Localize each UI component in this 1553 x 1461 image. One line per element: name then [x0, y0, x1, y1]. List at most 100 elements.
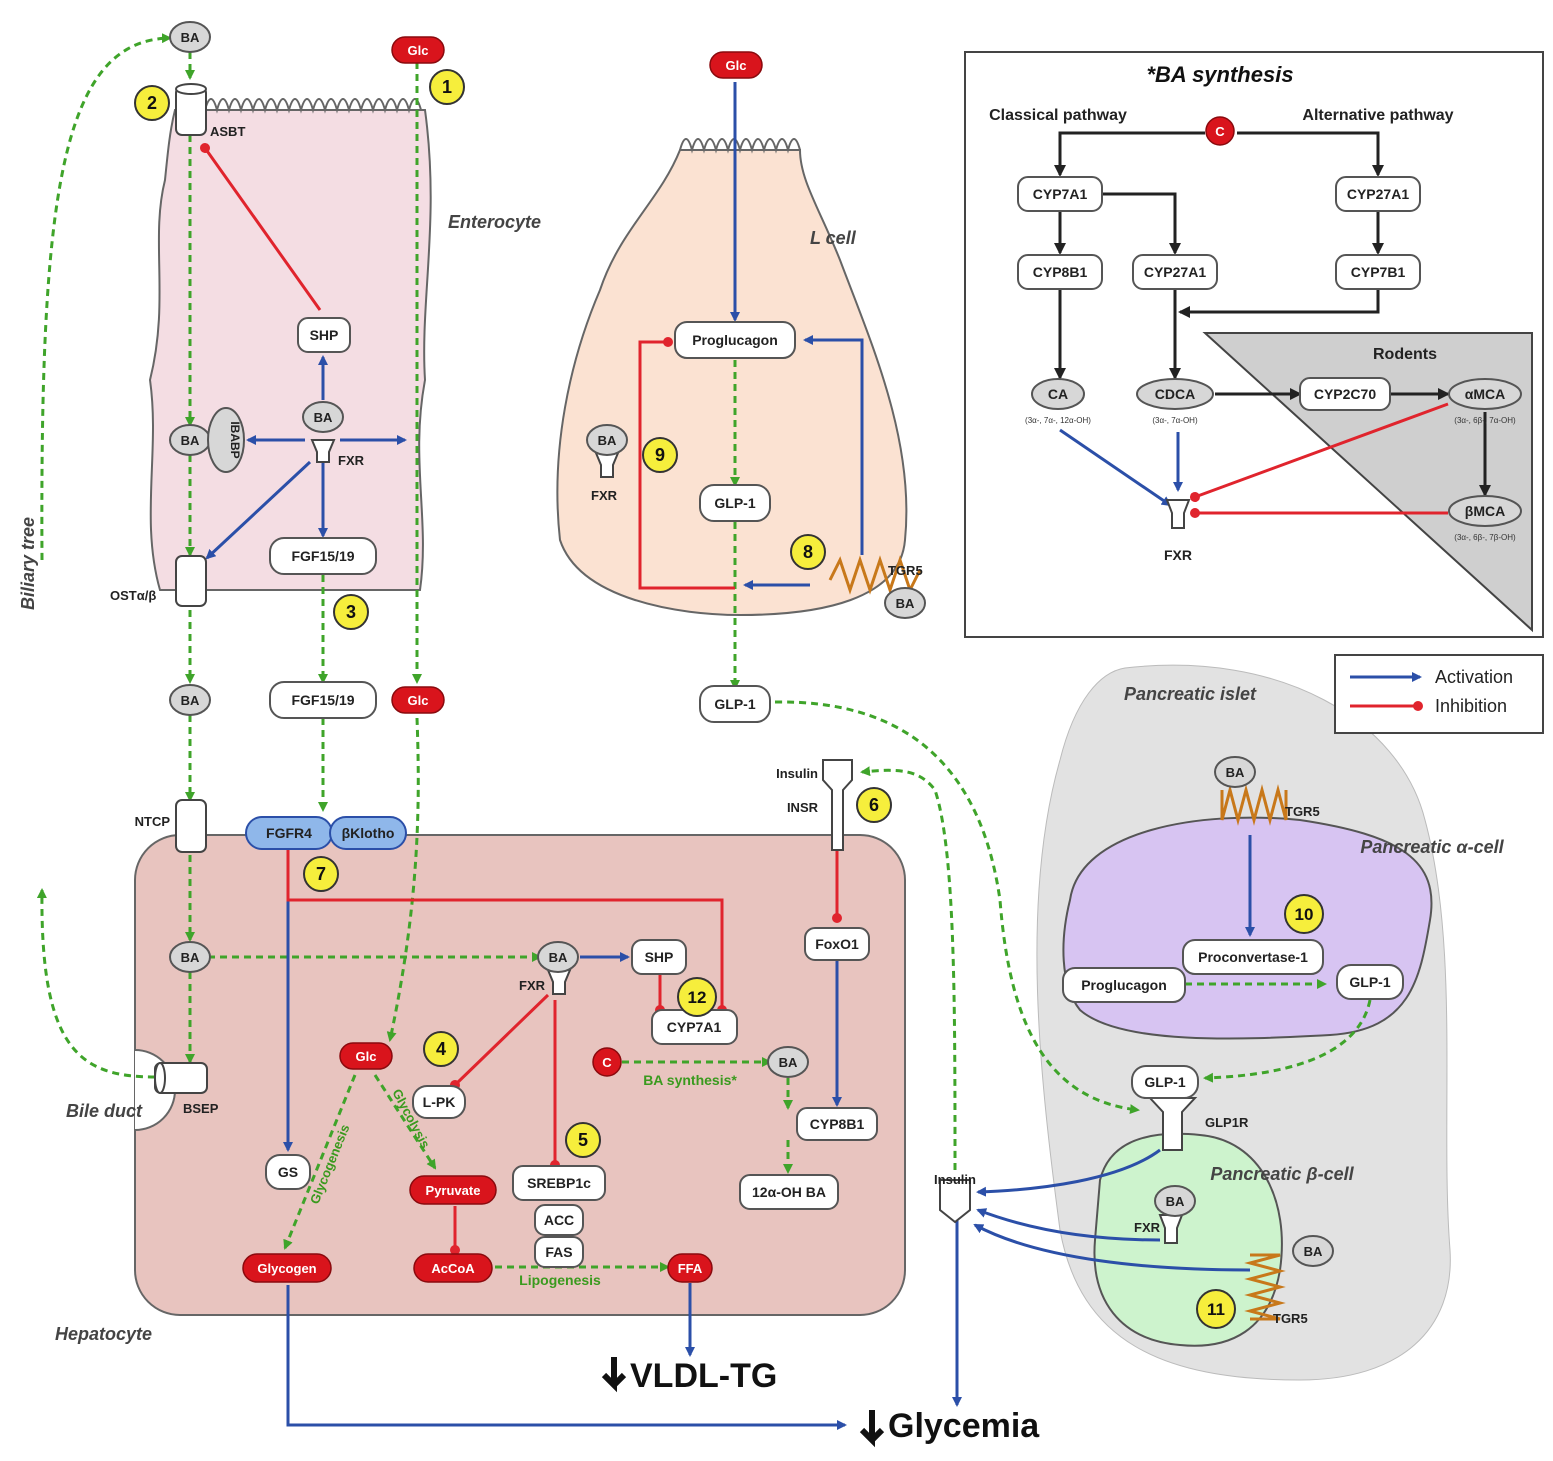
insulin-granule [939, 1179, 971, 1224]
ba-hepatocyte: BA [181, 950, 200, 965]
ba-tgr5-beta: BA [1304, 1244, 1323, 1259]
shp-hepatocyte: SHP [645, 949, 674, 965]
glycogen-label: Glycogen [257, 1261, 316, 1276]
activation-edges [205, 82, 1255, 1430]
tgr5-alpha: TGR5 [1285, 804, 1320, 819]
inhibition-edges [200, 143, 1449, 1255]
lipogenesis-label: Lipogenesis [519, 1272, 601, 1288]
tgr5-beta: TGR5 [1273, 1311, 1308, 1326]
down-arrow-glycemia [859, 1410, 885, 1448]
num-8: 8 [803, 542, 813, 562]
insr-receptor [822, 759, 853, 851]
proconvertase-label: Proconvertase-1 [1198, 949, 1308, 965]
enterocyte-cell [148, 109, 432, 591]
glp1r-label: GLP1R [1205, 1115, 1249, 1130]
num-2: 2 [147, 93, 157, 113]
fgf-enterocyte: FGF15/19 [291, 548, 354, 564]
fgfr4-label: FGFR4 [266, 825, 312, 841]
num-11: 11 [1207, 1300, 1225, 1319]
oh12-ba-label: 12α-OH BA [752, 1184, 826, 1200]
glp1-beta: GLP-1 [1144, 1074, 1185, 1090]
ntcp-transporter [175, 799, 207, 853]
ntcp-label: NTCP [135, 814, 171, 829]
fxr-beta: FXR [1134, 1220, 1161, 1235]
ba-fxr-enterocyte: BA [314, 410, 333, 425]
pyruvate-label: Pyruvate [426, 1183, 481, 1198]
panel-cdca: CDCA [1155, 386, 1195, 402]
accoa-label: AcCoA [431, 1261, 475, 1276]
fxr-hepatocyte: FXR [519, 978, 546, 993]
panel-cdca-sub: (3α-, 7α-OH) [1152, 416, 1198, 425]
bile-duct-title: Bile duct [66, 1101, 143, 1121]
lcell-microvilli [679, 138, 801, 154]
panel-ca-sub: (3α-, 7α-, 12α-OH) [1025, 416, 1091, 425]
glp1-lcell: GLP-1 [714, 495, 755, 511]
ibabp-label: IBABP [228, 421, 242, 458]
glp1-alpha: GLP-1 [1349, 974, 1390, 990]
asbt-label: ASBT [210, 124, 245, 139]
fxr-enterocyte: FXR [338, 453, 365, 468]
panel-cyp7a1: CYP7A1 [1033, 186, 1088, 202]
glycemia-label: Glycemia [888, 1407, 1040, 1445]
rodents-label: Rodents [1373, 346, 1437, 363]
ffa-label: FFA [678, 1261, 703, 1276]
gs-label: GS [278, 1164, 298, 1180]
ba-lcell: BA [598, 433, 617, 448]
bsep-transporter [154, 1062, 208, 1094]
srebp1c-label: SREBP1c [527, 1175, 591, 1191]
panel-fxr: FXR [1164, 547, 1192, 563]
down-arrow-vldl [601, 1357, 627, 1393]
fxr-receptor-shapes [310, 439, 1191, 1244]
c-hepatocyte: C [602, 1055, 612, 1070]
insulin-islet: Insulin [934, 1172, 976, 1187]
lcell-title: L cell [810, 228, 857, 248]
num-9: 9 [655, 445, 665, 465]
vldl-tg-label: VLDL-TG [630, 1357, 777, 1395]
flow-edges [36, 33, 1372, 1272]
insulin-hepatocyte: Insulin [776, 766, 818, 781]
proglucagon-alpha: Proglucagon [1081, 977, 1167, 993]
acc-label: ACC [544, 1212, 574, 1228]
enterocyte-title: Enterocyte [448, 212, 541, 232]
fgf-portal: FGF15/19 [291, 692, 354, 708]
enterocyte-microvilli [204, 98, 422, 114]
ba-tgr5-lcell: BA [896, 596, 915, 611]
classical-pathway-label: Classical pathway [989, 107, 1127, 124]
klotho-label: βKlotho [342, 825, 395, 841]
insr-label: INSR [787, 800, 819, 815]
panel-title: *BA synthesis [1146, 62, 1293, 87]
glc-portal: Glc [408, 693, 429, 708]
biliary-tree-title: Biliary tree [18, 517, 38, 610]
num-1: 1 [442, 77, 452, 97]
ost-transporter [175, 555, 207, 607]
ba-fxr-hepatocyte: BA [549, 950, 568, 965]
num-6: 6 [869, 795, 879, 815]
num-3: 3 [346, 602, 356, 622]
glp1-portal: GLP-1 [714, 696, 755, 712]
ba-beta: BA [1166, 1194, 1185, 1209]
legend-activation: Activation [1435, 667, 1513, 687]
ba-ibabp: BA [181, 433, 200, 448]
panel-edges [1054, 131, 1491, 497]
cyp8b1-hepatocyte: CYP8B1 [810, 1116, 865, 1132]
panel-cyp8b1: CYP8B1 [1033, 264, 1088, 280]
lpk-label: L-PK [423, 1094, 456, 1110]
glc-lcell: Glc [726, 58, 747, 73]
panel-bmca-sub: (3α-, 6β-, 7β-OH) [1454, 533, 1516, 542]
alternative-pathway-label: Alternative pathway [1302, 107, 1453, 124]
panel-cyp27a1: CYP27A1 [1144, 264, 1206, 280]
legend-inhibition: Inhibition [1435, 696, 1507, 716]
fas-label: FAS [545, 1244, 572, 1260]
ost-label: OSTα/β [110, 588, 156, 603]
glc-top: Glc [408, 43, 429, 58]
panel-amca: αMCA [1465, 386, 1506, 402]
ba-islet: BA [1226, 765, 1245, 780]
num-12: 12 [688, 988, 707, 1007]
asbt-transporter [175, 83, 207, 136]
hepatocyte-title: Hepatocyte [55, 1324, 152, 1344]
fxr-lcell: FXR [591, 488, 618, 503]
glc-hepatocyte: Glc [356, 1049, 377, 1064]
ba-top: BA [181, 30, 200, 45]
proglucagon-lcell: Proglucagon [692, 332, 778, 348]
